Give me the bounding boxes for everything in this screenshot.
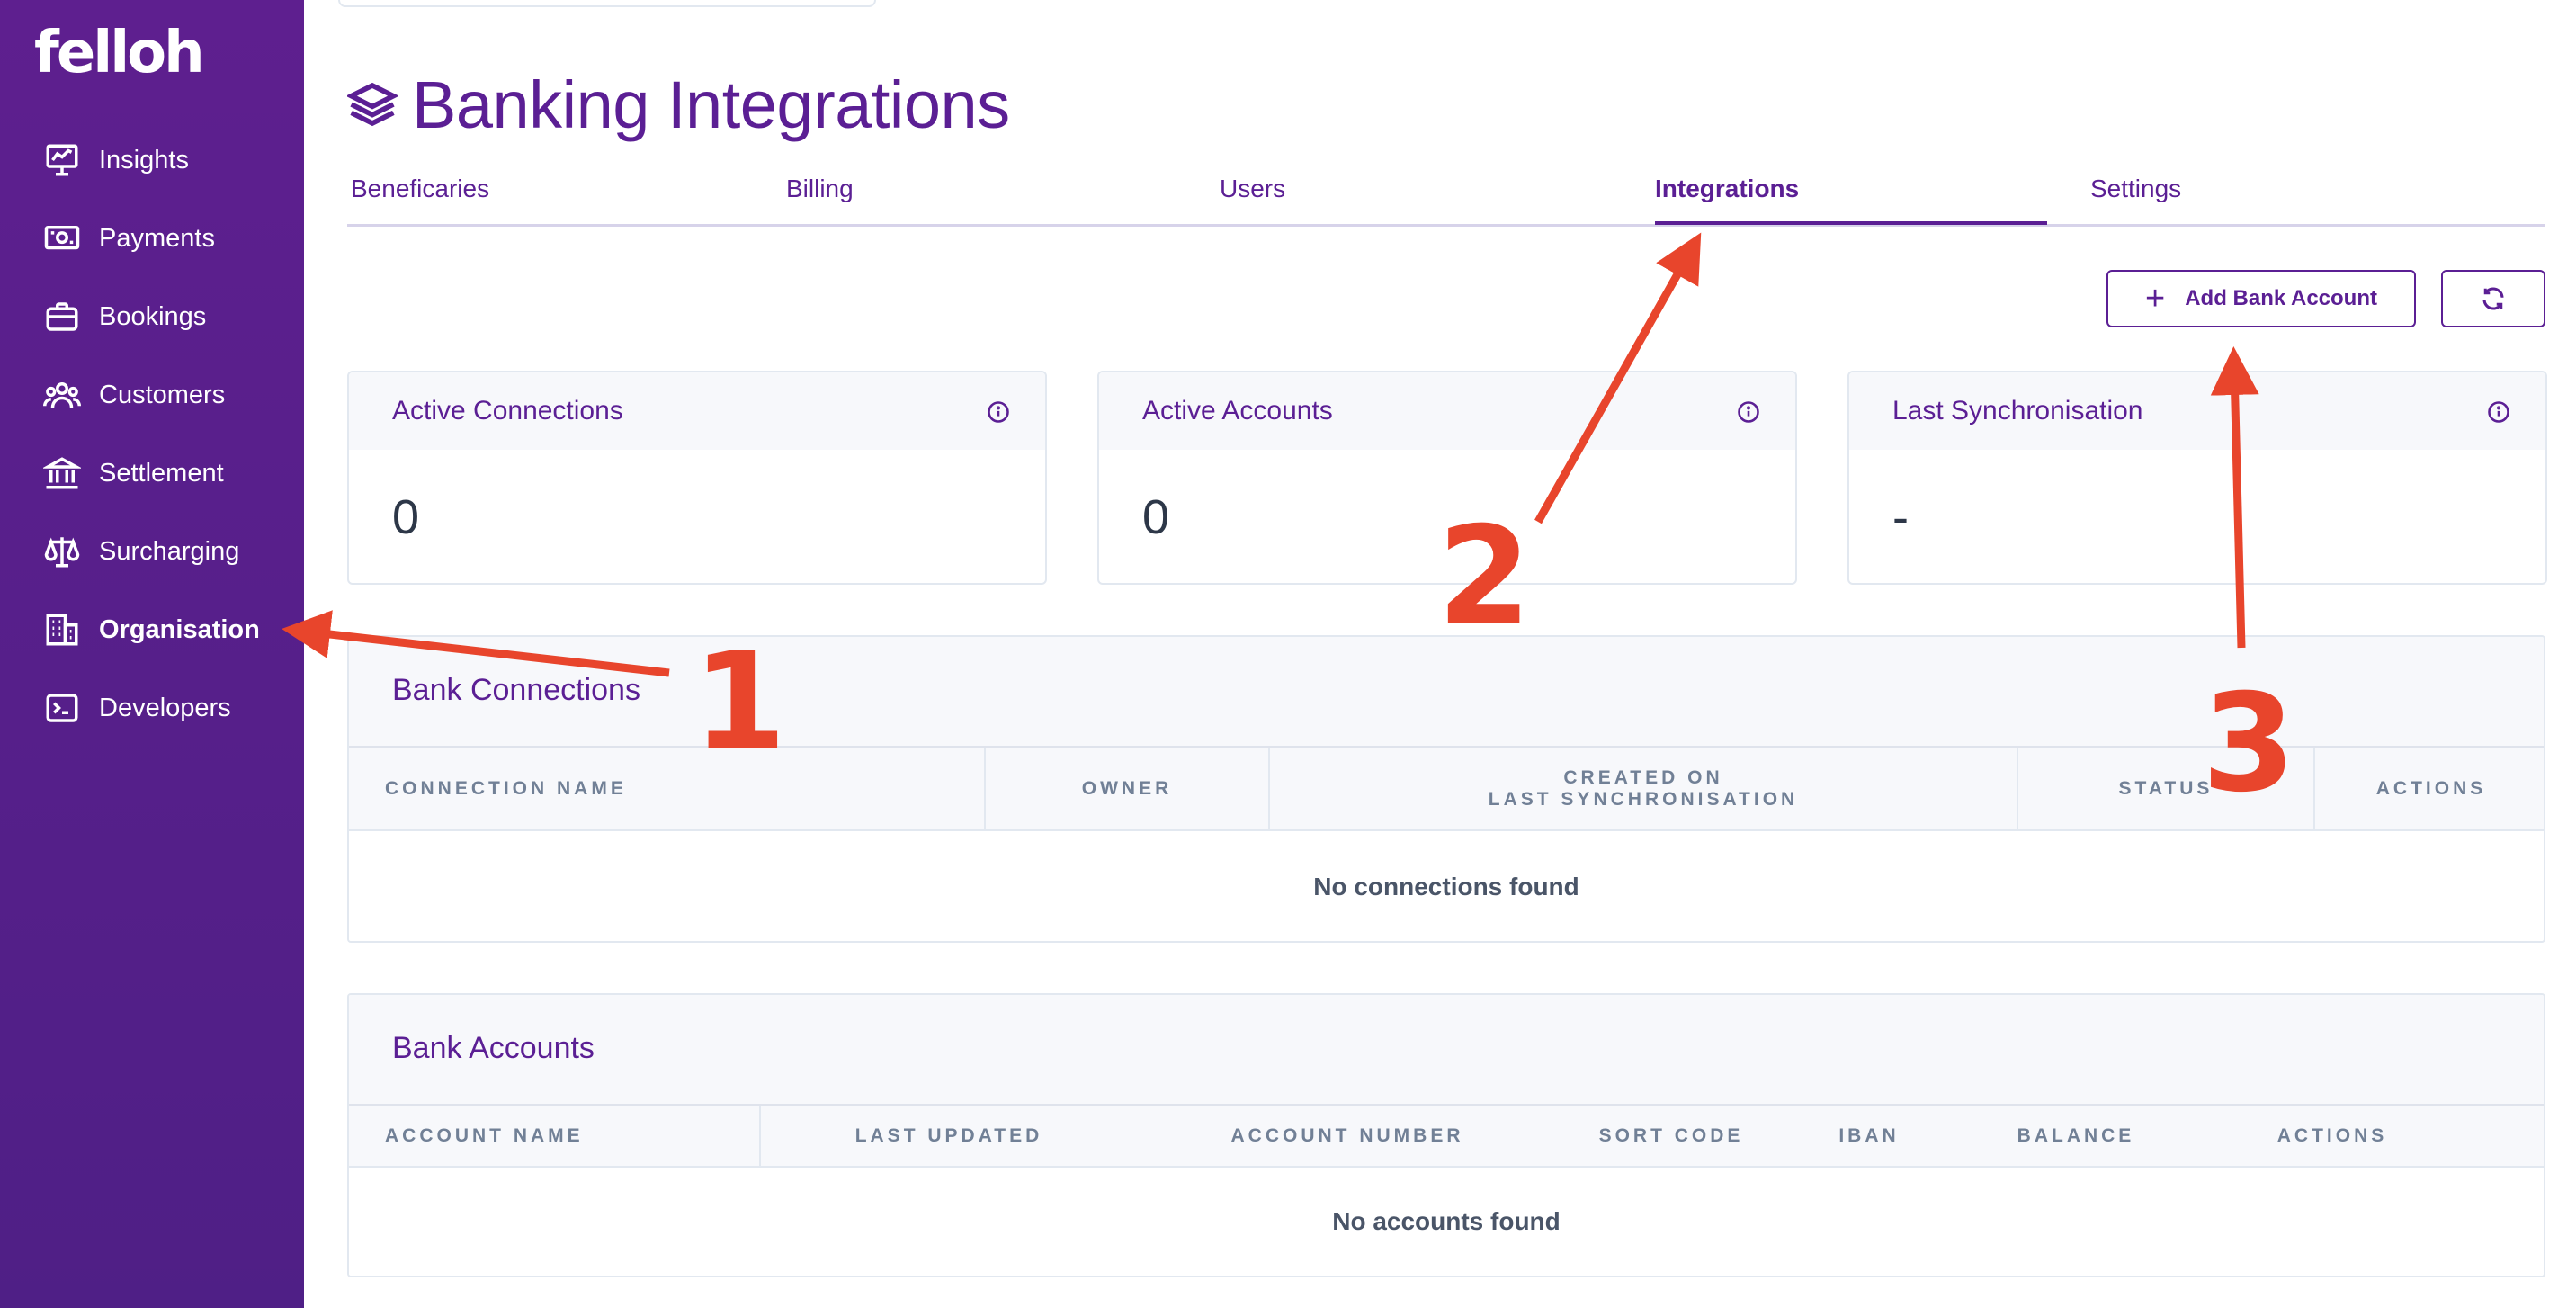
annotation-number-1: 1 — [693, 624, 787, 781]
bank-building-icon — [43, 457, 81, 489]
page-title: Banking Integrations — [412, 67, 1010, 142]
chart-board-icon — [46, 144, 78, 176]
layers-icon — [347, 82, 398, 127]
bank-accounts-panel: Bank Accounts ACCOUNT NAME LAST UPDATED … — [347, 993, 2545, 1277]
top-search-input[interactable] — [338, 0, 876, 7]
panel-title: Bank Accounts — [392, 1031, 595, 1065]
sidebar-item-surcharging[interactable]: Surcharging — [43, 524, 239, 578]
card-value: - — [1892, 490, 1909, 544]
sidebar-item-customers[interactable]: Customers — [43, 368, 225, 422]
column-header[interactable]: IBAN — [1838, 1124, 1900, 1146]
card-title: Active Connections — [392, 396, 623, 426]
tab-settings[interactable]: Settings — [2090, 175, 2182, 202]
info-icon[interactable] — [2486, 399, 2511, 425]
annotation-number-2: 2 — [1437, 498, 1532, 655]
column-header[interactable]: STATUS — [2017, 748, 2313, 829]
empty-state: No accounts found — [1332, 1207, 1561, 1235]
column-header[interactable]: ACTIONS — [2313, 748, 2544, 829]
tab-bar: Beneficaries Billing Users Integrations … — [347, 164, 2545, 227]
table-header: CONNECTION NAME OWNER CREATED ON LAST SY… — [349, 748, 2544, 831]
stat-card-active-accounts: Active Accounts 0 — [1097, 371, 1797, 585]
sidebar-item-bookings[interactable]: Bookings — [43, 290, 206, 344]
banknote-icon — [44, 226, 80, 250]
column-header-line: LAST SYNCHRONISATION — [1488, 789, 1799, 810]
add-bank-account-button[interactable]: + Add Bank Account — [2106, 270, 2416, 327]
sidebar-item-label: Developers — [99, 693, 231, 722]
sidebar-item-label: Bookings — [99, 301, 207, 331]
sidebar-item-payments[interactable]: Payments — [43, 211, 215, 265]
empty-state: No connections found — [1313, 873, 1579, 900]
bank-connections-panel: Bank Connections CONNECTION NAME OWNER C… — [347, 635, 2545, 943]
tab-integrations[interactable]: Integrations — [1655, 175, 1800, 202]
sidebar-item-label: Insights — [99, 145, 189, 175]
card-header: Active Connections — [349, 372, 1045, 450]
briefcase-icon — [46, 302, 78, 331]
column-header[interactable]: BALANCE — [2017, 1124, 2135, 1146]
column-header[interactable]: ACCOUNT NUMBER — [1230, 1124, 1464, 1146]
card-value: 0 — [1142, 490, 1170, 544]
info-icon[interactable] — [986, 399, 1011, 425]
terminal-icon — [46, 694, 78, 722]
card-title: Active Accounts — [1142, 396, 1333, 426]
sidebar-item-label: Settlement — [99, 458, 224, 488]
add-bank-account-label: Add Bank Account — [2185, 286, 2377, 310]
panel-title: Bank Connections — [392, 673, 640, 707]
sidebar: felloh Insights Payments Bookings Custom… — [0, 0, 304, 1308]
active-tab-indicator — [1655, 221, 2047, 225]
sidebar-item-insights[interactable]: Insights — [43, 133, 189, 187]
column-header-created[interactable]: CREATED ON LAST SYNCHRONISATION — [1268, 748, 2017, 829]
panel-header: Bank Connections — [349, 637, 2544, 748]
sidebar-item-label: Organisation — [99, 614, 260, 644]
plus-icon: + — [2145, 280, 2166, 318]
column-header[interactable]: CONNECTION NAME — [385, 777, 627, 799]
users-icon — [43, 382, 81, 408]
tab-beneficaries[interactable]: Beneficaries — [351, 175, 490, 202]
tab-users[interactable]: Users — [1220, 175, 1286, 202]
table-header: ACCOUNT NAME LAST UPDATED ACCOUNT NUMBER… — [349, 1106, 2544, 1168]
column-header[interactable]: OWNER — [984, 748, 1268, 829]
sidebar-item-label: Surcharging — [99, 536, 240, 566]
refresh-button[interactable] — [2441, 270, 2545, 327]
sidebar-item-label: Payments — [99, 223, 215, 253]
sidebar-item-organisation[interactable]: Organisation — [43, 603, 260, 657]
panel-header: Bank Accounts — [349, 995, 2544, 1106]
info-icon[interactable] — [1736, 399, 1761, 425]
felloh-logo[interactable]: felloh — [34, 20, 205, 86]
scales-icon — [44, 537, 80, 568]
column-header[interactable]: LAST UPDATED — [759, 1106, 1137, 1166]
card-value: 0 — [392, 490, 420, 544]
card-header: Active Accounts — [1099, 372, 1795, 450]
card-title: Last Synchronisation — [1892, 396, 2143, 426]
annotation-number-3: 3 — [2202, 666, 2296, 822]
sidebar-item-label: Customers — [99, 380, 226, 409]
sidebar-item-settlement[interactable]: Settlement — [43, 446, 224, 500]
sidebar-item-developers[interactable]: Developers — [43, 681, 231, 735]
column-header[interactable]: SORT CODE — [1598, 1124, 1744, 1146]
column-header[interactable]: ACTIONS — [2276, 1124, 2388, 1146]
column-header[interactable]: ACCOUNT NAME — [385, 1124, 584, 1146]
refresh-icon — [2482, 287, 2504, 310]
card-header: Last Synchronisation — [1849, 372, 2545, 450]
stat-card-active-connections: Active Connections 0 — [347, 371, 1047, 585]
office-building-icon — [46, 614, 78, 646]
tab-billing[interactable]: Billing — [786, 175, 854, 202]
page-header: Banking Integrations — [347, 67, 1010, 142]
stat-card-last-synchronisation: Last Synchronisation - — [1847, 371, 2547, 585]
column-header-line: CREATED ON — [1563, 766, 1723, 788]
